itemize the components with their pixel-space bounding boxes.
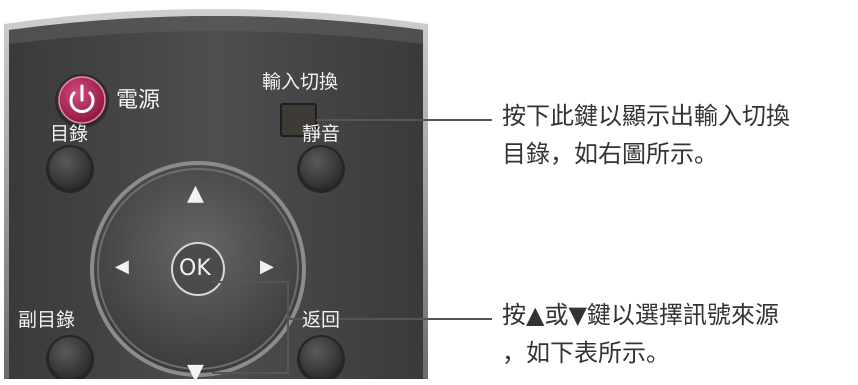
power-label: 電源 <box>116 88 161 113</box>
power-icon <box>69 84 95 113</box>
callout-input-switch-line2: 目錄，如右圖所示。 <box>502 140 718 168</box>
submenu-label: 副目錄 <box>18 309 76 331</box>
arrow-up-icon[interactable]: ▲ <box>187 181 204 206</box>
submenu-button[interactable] <box>46 335 94 379</box>
leader-lines <box>212 119 492 374</box>
ok-button[interactable] <box>171 242 225 296</box>
callout-arrow-keys-line2: ，如下表所示。 <box>502 339 670 367</box>
menu-label: 目錄 <box>50 123 89 145</box>
input-switch-label: 輸入切換 <box>262 71 339 93</box>
arrow-down-icon[interactable]: ▼ <box>187 360 204 385</box>
callout-input-switch-line1: 按下此鍵以顯示出輸入切換 <box>502 102 790 130</box>
callout-arrow-keys-line1: 按▲或▼鍵以選擇訊號來源 <box>502 301 779 329</box>
menu-button[interactable] <box>46 145 94 193</box>
return-button[interactable] <box>297 335 345 379</box>
callout-input-switch: 按下此鍵以顯示出輸入切換 目錄，如右圖所示。 <box>502 97 790 173</box>
return-label: 返回 <box>302 309 341 331</box>
power-button[interactable] <box>55 74 109 128</box>
callout-arrow-keys: 按▲或▼鍵以選擇訊號來源 ，如下表所示。 <box>502 296 779 372</box>
ok-label: OK <box>179 256 211 281</box>
arrow-right-icon[interactable]: ▶ <box>260 256 274 277</box>
mute-button[interactable] <box>297 145 345 193</box>
arrow-left-icon[interactable]: ◀ <box>115 256 129 277</box>
mute-label: 靜音 <box>302 123 341 145</box>
